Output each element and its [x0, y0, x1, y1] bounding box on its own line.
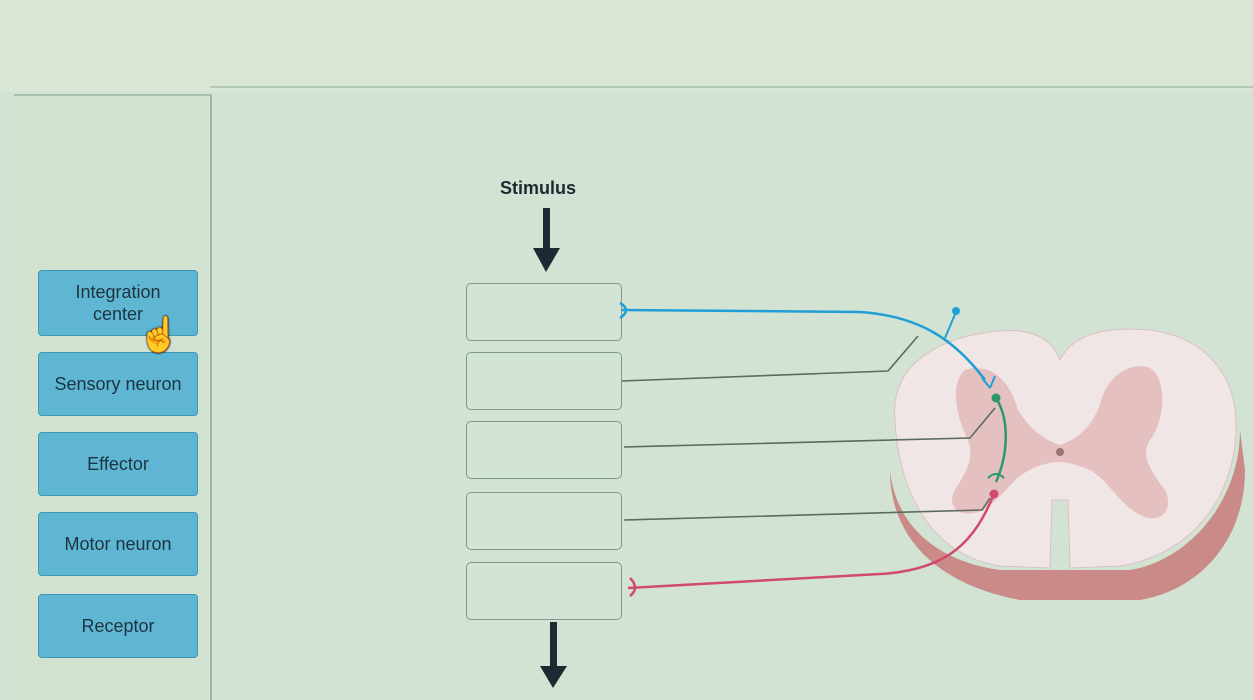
label-receptor[interactable]: Receptor — [38, 594, 198, 658]
stimulus-label: Stimulus — [500, 178, 577, 198]
label-receptor-text: Receptor — [81, 616, 155, 636]
sensory-neuron-path — [621, 308, 986, 381]
motor-neuron-path — [627, 493, 996, 590]
drop-slot-3[interactable] — [466, 421, 622, 479]
label-motor-text: Motor neuron — [64, 534, 172, 554]
drop-slot-4[interactable] — [466, 492, 622, 550]
down-arrow-icon — [533, 208, 560, 272]
down-arrow-icon — [540, 622, 567, 688]
leader-lines — [621, 335, 996, 521]
drop-slot-1[interactable] — [466, 283, 622, 341]
hand-pointer-icon: ☝ — [138, 316, 181, 354]
label-integration-center[interactable]: Integration center — [38, 270, 198, 336]
label-effector[interactable]: Effector — [38, 432, 198, 496]
label-sensory-neuron[interactable]: Sensory neuron — [38, 352, 198, 416]
label-integration-line2: center — [92, 304, 144, 324]
spinal-cord-gray-matter — [951, 366, 1169, 519]
drop-slot-2[interactable] — [466, 352, 622, 410]
divider-line — [210, 86, 1253, 88]
label-sensory-text: Sensory neuron — [54, 374, 182, 394]
label-motor-neuron[interactable]: Motor neuron — [38, 512, 198, 576]
label-integration-line1: Integration — [75, 282, 161, 302]
drop-slot-5[interactable] — [466, 562, 622, 620]
header-band — [0, 0, 1253, 92]
label-effector-text: Effector — [87, 454, 149, 474]
